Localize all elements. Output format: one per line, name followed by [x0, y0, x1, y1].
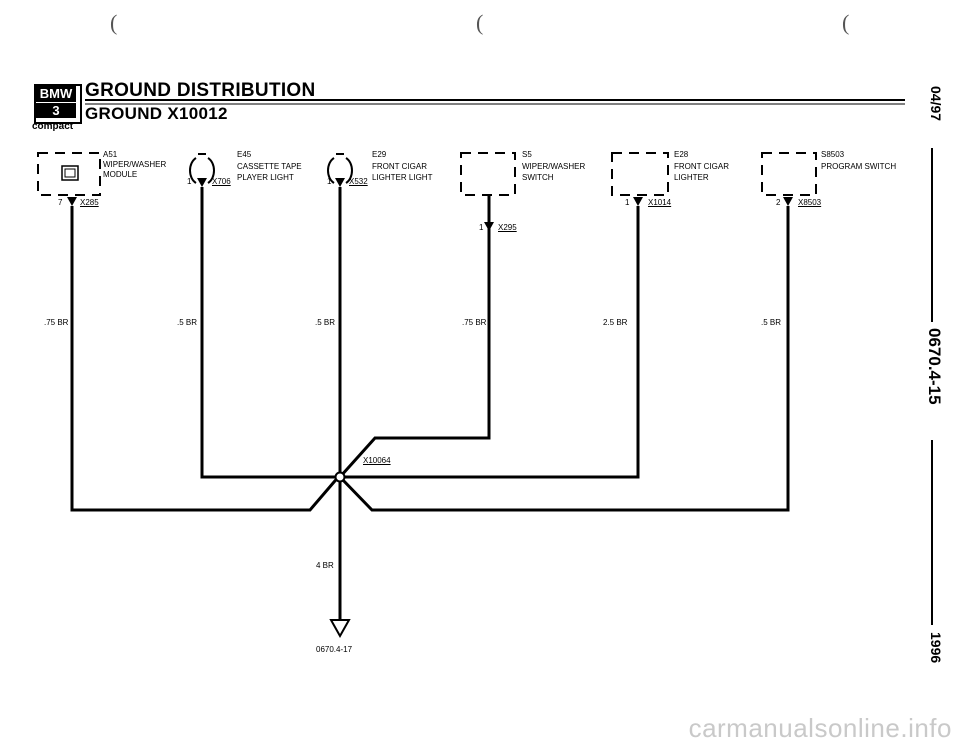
pin-number: 1: [187, 177, 192, 186]
component-name: FRONT CIGAR: [372, 162, 427, 171]
component-name: LIGHTER LIGHT: [372, 173, 433, 182]
binding-mark: (: [842, 10, 850, 35]
connector-label: X706: [212, 177, 231, 186]
binding-mark: (: [110, 10, 118, 35]
watermark-text: carmanualsonline.info: [688, 713, 952, 743]
component-id: A51: [103, 150, 118, 159]
wire-e28: [340, 206, 640, 479]
wire-label: .5 BR: [177, 318, 198, 327]
component-box-s8503: [761, 152, 817, 196]
component-box-s5: [460, 152, 516, 196]
connector-arrow-icon: [67, 197, 77, 206]
component-box-a51: [37, 152, 101, 196]
wire-label: .75 BR: [44, 318, 69, 327]
pin-number: 2: [776, 198, 781, 207]
connector-arrow-icon: [335, 178, 345, 187]
connector-label: X285: [80, 198, 99, 207]
connector-label: X8503: [798, 198, 822, 207]
logo-brand: BMW: [36, 86, 76, 102]
component-name: MODULE: [103, 170, 138, 179]
ground-icon: [329, 619, 351, 639]
component-box-e28: [611, 152, 669, 196]
pin-number: 7: [58, 198, 63, 207]
margin-date: 04/97: [928, 86, 944, 122]
binding-mark: (: [476, 10, 484, 35]
component-name: WIPER/WASHER: [522, 162, 586, 171]
component-name: CASSETTE TAPE: [237, 162, 302, 171]
logo-variant: compact: [32, 121, 74, 132]
module-symbol-inner-icon: [64, 168, 76, 178]
component-name: LIGHTER: [674, 173, 709, 182]
page-title: GROUND DISTRIBUTION: [85, 80, 316, 101]
pin-number: 1: [479, 223, 484, 232]
wire-label: .5 BR: [315, 318, 336, 327]
component-id: E45: [237, 150, 252, 159]
splice-node: [334, 471, 346, 483]
connector-arrow-icon: [783, 197, 793, 206]
component-id: E29: [372, 150, 387, 159]
component-id: E28: [674, 150, 689, 159]
wire-label: 2.5 BR: [603, 318, 628, 327]
component-name: SWITCH: [522, 173, 554, 182]
margin-page-ref: 0670.4-15: [925, 328, 944, 405]
wire-label: .75 BR: [462, 318, 487, 327]
connector-label: X295: [498, 223, 517, 232]
wire-s5: [338, 195, 491, 479]
connector-arrow-icon: [633, 197, 643, 206]
ground-ref-label: 0670.4-17: [316, 645, 353, 654]
splice-label: X10064: [363, 456, 391, 465]
lamp-e45-icon: [189, 157, 197, 184]
component-name: PLAYER LIGHT: [237, 173, 294, 182]
margin-year: 1996: [928, 632, 944, 664]
component-id: S8503: [821, 150, 845, 159]
connector-arrow-icon: [197, 178, 207, 187]
pin-number: 1: [327, 177, 332, 186]
lamp-e29-icon: [327, 157, 335, 184]
wire-e45: [200, 187, 340, 479]
connector-label: X532: [349, 177, 368, 186]
module-symbol-icon: [61, 165, 79, 181]
wire-a51: [70, 206, 342, 512]
component-id: S5: [522, 150, 532, 159]
connector-label: X1014: [648, 198, 672, 207]
pin-number: 1: [625, 198, 630, 207]
main-wire-label: 4 BR: [316, 561, 334, 570]
component-name: FRONT CIGAR: [674, 162, 729, 171]
logo-series: 3: [36, 103, 76, 118]
wire-label: .5 BR: [761, 318, 782, 327]
component-name: WIPER/WASHER: [103, 160, 167, 169]
page-subtitle: GROUND X10012: [85, 104, 228, 123]
component-name: PROGRAM SWITCH: [821, 162, 897, 171]
wire-s8503: [338, 206, 790, 512]
